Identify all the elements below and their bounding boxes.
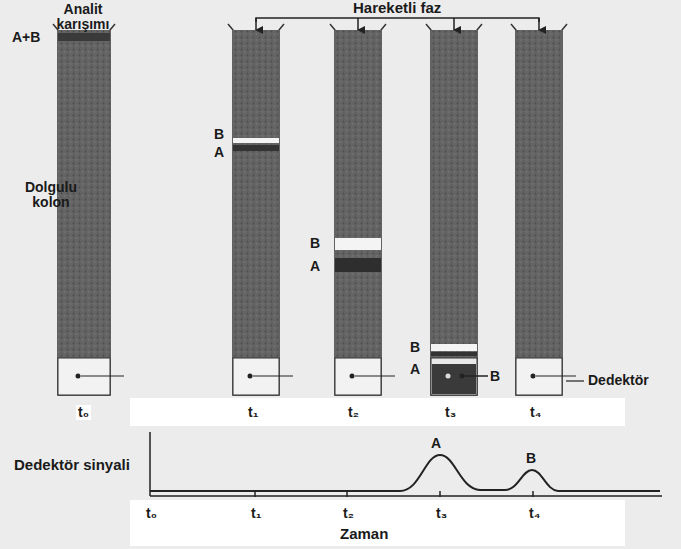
tick-label: t₃	[434, 506, 449, 521]
column-wall	[426, 24, 482, 395]
detector-label: Dedektör	[588, 373, 649, 388]
analyte-band	[335, 238, 381, 250]
peak-label: B	[526, 451, 536, 466]
pointer-dot	[460, 374, 465, 379]
packed-columns	[53, 24, 576, 395]
analyte-band	[233, 145, 279, 151]
leader-line	[566, 380, 584, 381]
detector-wire	[536, 376, 576, 377]
axis-title: Dedektör sinyali	[14, 457, 130, 474]
band-label: B	[490, 369, 500, 384]
column-packing	[516, 30, 562, 358]
column-wall	[511, 24, 567, 395]
time-label: t₂	[346, 405, 361, 420]
detector-plot	[150, 432, 662, 497]
peak-label: A	[431, 436, 441, 451]
analyte-band	[432, 364, 476, 394]
detector-wire	[355, 376, 395, 377]
axis-title: Zaman	[338, 526, 390, 543]
pointer-line	[465, 375, 488, 377]
detector-dot	[531, 374, 536, 379]
band-label: A	[410, 362, 420, 377]
detector-dot	[76, 374, 81, 379]
detector-wire	[253, 376, 293, 377]
time-label: t₀	[76, 405, 91, 420]
band-label: B	[214, 127, 224, 142]
analyte-band	[431, 344, 477, 351]
band-label: A	[310, 259, 320, 274]
column-label: Dolgulu kolon	[12, 180, 90, 211]
analyte-band	[58, 33, 110, 41]
tick-label: t₄	[527, 506, 542, 521]
column-packing	[233, 30, 279, 358]
tick-label: t₁	[249, 506, 263, 521]
time-strip	[130, 398, 625, 426]
band-label: B	[310, 236, 320, 251]
tick-label: t₀	[144, 506, 159, 521]
column-packing	[335, 30, 381, 358]
band-label: A	[214, 145, 224, 160]
time-label: t₃	[443, 405, 458, 420]
tick-label: t₂	[341, 506, 356, 521]
axis-strip	[130, 500, 625, 546]
detector-dot	[248, 374, 253, 379]
column-packing	[431, 30, 477, 358]
band-label: B	[410, 340, 420, 355]
column-wall	[228, 24, 284, 395]
detector-dot	[446, 374, 451, 379]
mobile-phase-label: Hareketli faz	[350, 0, 444, 17]
time-label: t₁	[246, 405, 260, 420]
detector-dot	[350, 374, 355, 379]
sample-label: Analit karışımı	[48, 2, 118, 33]
column-wall	[330, 24, 386, 395]
analyte-band	[335, 258, 381, 272]
analyte-band	[431, 352, 477, 356]
mixture-label: A+B	[12, 30, 40, 45]
mobile-phase-bracket	[256, 18, 539, 30]
time-label: t₄	[528, 405, 543, 420]
detector-wire	[81, 376, 124, 377]
analyte-band	[233, 138, 279, 143]
